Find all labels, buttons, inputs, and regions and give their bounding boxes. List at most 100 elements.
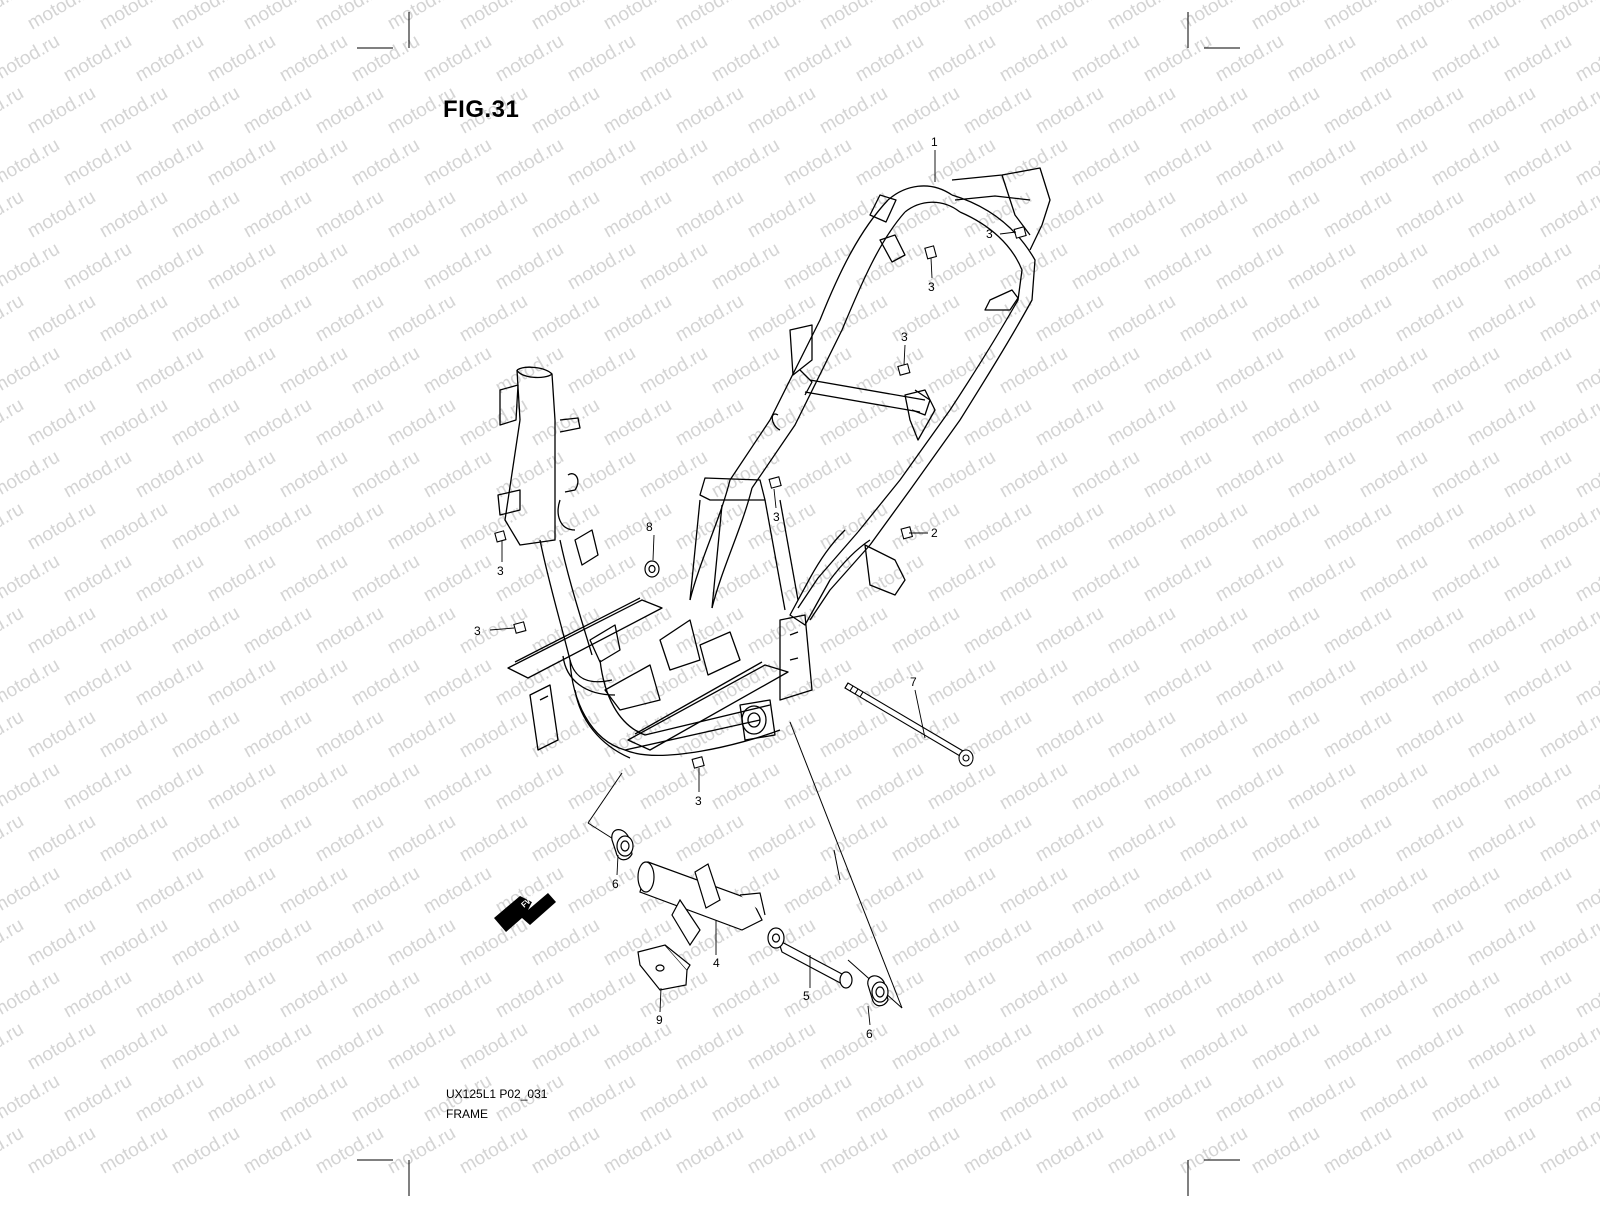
watermark-text: motod.ru (276, 31, 351, 87)
watermark-text: motod.ru (240, 915, 315, 971)
watermark-text: motod.ru (744, 1019, 819, 1075)
callout-3: 3 (773, 510, 780, 524)
watermark-text: motod.ru (1068, 551, 1143, 607)
watermark-text: motod.ru (1572, 1071, 1600, 1127)
watermark-text: motod.ru (1428, 759, 1503, 815)
watermark-text: motod.ru (420, 967, 495, 1023)
watermark-text: motod.ru (1572, 655, 1600, 711)
watermark-text: motod.ru (0, 187, 27, 243)
watermark-text: motod.ru (24, 603, 99, 659)
watermark-text: motod.ru (888, 83, 963, 139)
watermark-text: motod.ru (852, 447, 927, 503)
watermark-text: motod.ru (0, 135, 63, 191)
watermark-text: motod.ru (1392, 603, 1467, 659)
watermark-text: motod.ru (996, 31, 1071, 87)
callout-3: 3 (695, 794, 702, 808)
watermark-text: motod.ru (1320, 291, 1395, 347)
watermark-text: motod.ru (528, 291, 603, 347)
watermark-text: motod.ru (960, 915, 1035, 971)
callout-4: 4 (713, 956, 720, 970)
watermark-text: motod.ru (204, 863, 279, 919)
watermark-text: motod.ru (60, 135, 135, 191)
watermark-text: motod.ru (0, 551, 63, 607)
watermark-text: motod.ru (1392, 187, 1467, 243)
watermark-text: motod.ru (1356, 551, 1431, 607)
watermark-text: motod.ru (852, 1071, 927, 1127)
watermark-text: motod.ru (1140, 343, 1215, 399)
watermark-text: motod.ru (1104, 187, 1179, 243)
watermark-text: motod.ru (348, 759, 423, 815)
watermark-text: motod.ru (60, 1071, 135, 1127)
watermark-text: motod.ru (1356, 655, 1431, 711)
watermark-text: motod.ru (744, 187, 819, 243)
watermark-text: motod.ru (1212, 759, 1287, 815)
watermark-text: motod.ru (204, 135, 279, 191)
watermark-text: motod.ru (60, 655, 135, 711)
watermark-text: motod.ru (132, 447, 207, 503)
watermark-text: motod.ru (384, 0, 459, 34)
watermark-text: motod.ru (1392, 83, 1467, 139)
watermark-text: motod.ru (1068, 759, 1143, 815)
watermark-text: motod.ru (384, 707, 459, 763)
watermark-text: motod.ru (384, 811, 459, 867)
callout-3: 3 (986, 227, 993, 241)
watermark-text: motod.ru (1428, 239, 1503, 295)
watermark-text: motod.ru (1284, 655, 1359, 711)
watermark-text: motod.ru (0, 395, 27, 451)
watermark-text: motod.ru (996, 239, 1071, 295)
clip-nuts (494, 226, 1027, 769)
watermark-text: motod.ru (564, 863, 639, 919)
watermark-text: motod.ru (1032, 0, 1107, 34)
watermark-text: motod.ru (1428, 967, 1503, 1023)
bushing-parts (611, 829, 889, 1007)
watermark-text: motod.ru (600, 83, 675, 139)
watermark-text: motod.ru (600, 0, 675, 34)
watermark-text: motod.ru (96, 811, 171, 867)
watermark-text: motod.ru (1500, 863, 1575, 919)
callout-5: 5 (803, 989, 810, 1003)
watermark-text: motod.ru (240, 1019, 315, 1075)
watermark-text: motod.ru (420, 239, 495, 295)
watermark-text: motod.ru (168, 915, 243, 971)
watermark-text: motod.ru (0, 0, 27, 34)
watermark-text: motod.ru (1104, 915, 1179, 971)
watermark-text: motod.ru (1464, 83, 1539, 139)
watermark-text: motod.ru (1284, 343, 1359, 399)
watermark-text: motod.ru (1320, 1123, 1395, 1179)
watermark-text: motod.ru (852, 967, 927, 1023)
watermark-text: motod.ru (888, 1123, 963, 1179)
watermark-text: motod.ru (1212, 447, 1287, 503)
watermark-text: motod.ru (1320, 707, 1395, 763)
watermark-text: motod.ru (1464, 915, 1539, 971)
watermark-text: motod.ru (204, 967, 279, 1023)
watermark-text: motod.ru (1032, 83, 1107, 139)
watermark-text: motod.ru (528, 915, 603, 971)
watermark-text: motod.ru (96, 603, 171, 659)
watermark-text: motod.ru (1500, 759, 1575, 815)
watermark-text: motod.ru (60, 759, 135, 815)
watermark-text: motod.ru (708, 343, 783, 399)
watermark-text: motod.ru (780, 1071, 855, 1127)
watermark-text: motod.ru (996, 1071, 1071, 1127)
watermark-text: motod.ru (1140, 447, 1215, 503)
watermark-text: motod.ru (276, 239, 351, 295)
watermark-text: motod.ru (276, 343, 351, 399)
watermark-text: motod.ru (1140, 759, 1215, 815)
watermark-text: motod.ru (528, 811, 603, 867)
watermark-text: motod.ru (996, 967, 1071, 1023)
watermark-text: motod.ru (708, 31, 783, 87)
watermark-text: motod.ru (384, 499, 459, 555)
watermark-text: motod.ru (1248, 915, 1323, 971)
watermark-text: motod.ru (1212, 239, 1287, 295)
watermark-text: motod.ru (1500, 967, 1575, 1023)
watermark-text: motod.ru (744, 811, 819, 867)
watermark-text: motod.ru (780, 759, 855, 815)
watermark-text: motod.ru (744, 0, 819, 34)
watermark-text: motod.ru (1356, 863, 1431, 919)
watermark-text: motod.ru (1464, 811, 1539, 867)
watermark-text: motod.ru (996, 343, 1071, 399)
watermark-text: motod.ru (0, 915, 27, 971)
watermark-text: motod.ru (0, 811, 27, 867)
watermark-text: motod.ru (600, 499, 675, 555)
